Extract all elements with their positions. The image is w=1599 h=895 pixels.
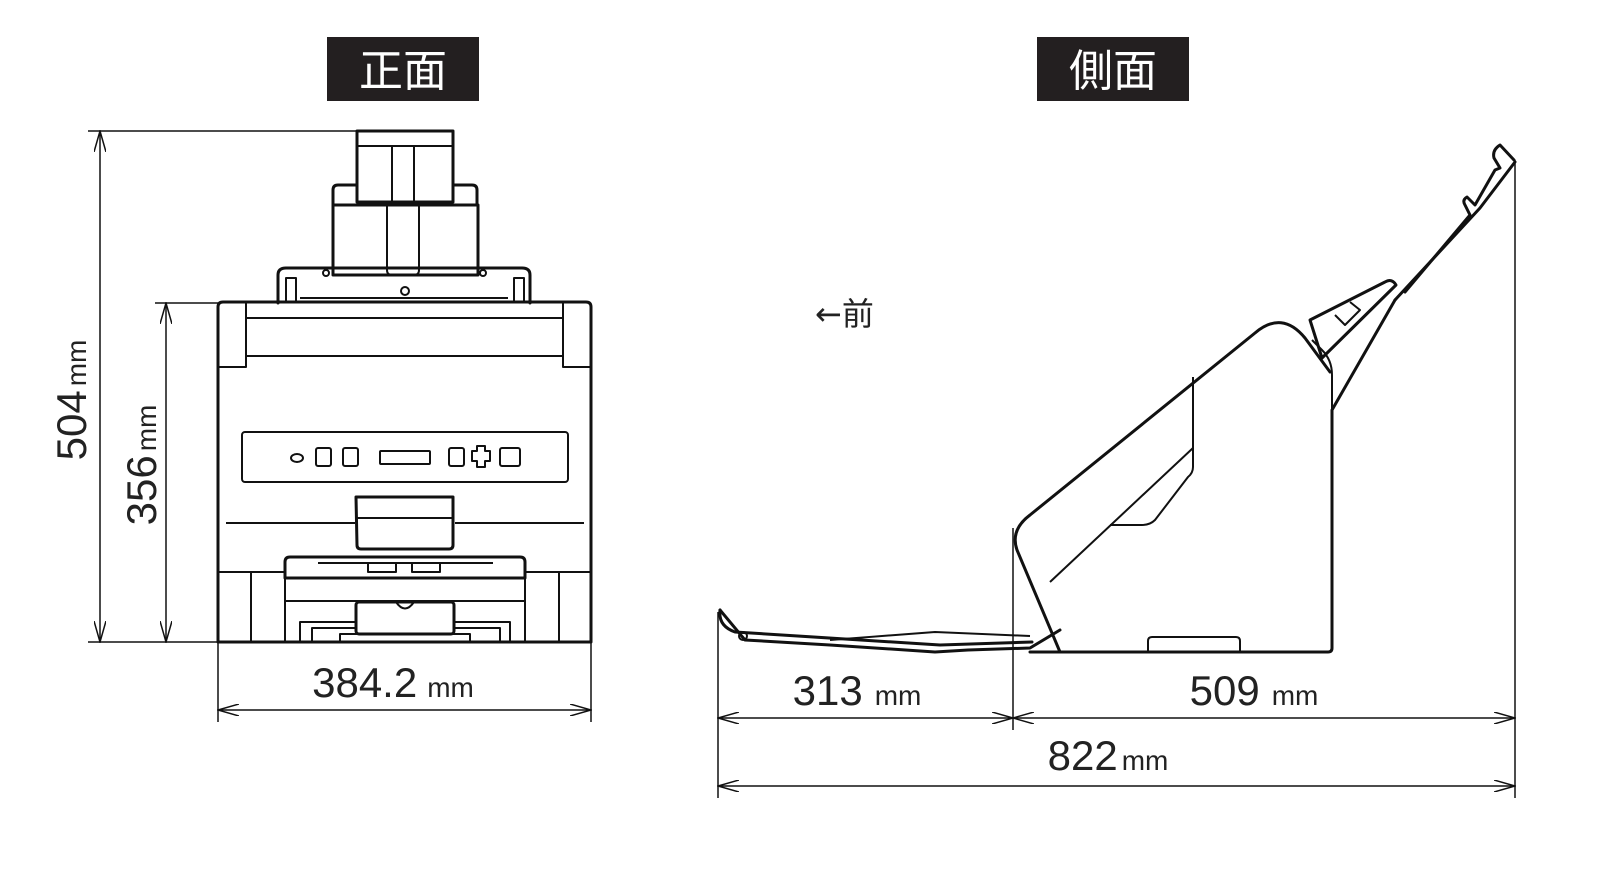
total-depth-value: 822: [1048, 732, 1118, 779]
tray-depth-unit: mm: [875, 680, 922, 711]
tray-depth-value: 313: [793, 667, 863, 714]
body-height-unit: mm: [131, 405, 162, 452]
total-depth-unit: mm: [1122, 745, 1169, 776]
width-value: 384.2: [312, 659, 417, 706]
side-dimension-lines: [718, 160, 1515, 798]
front-view-title: 正面: [327, 37, 479, 101]
total-height-unit: mm: [61, 340, 92, 387]
front-dimension-lines: [88, 131, 591, 722]
body-height-label: 356mm: [118, 405, 165, 526]
body-height-value: 356: [118, 455, 165, 525]
front-view-scanner: [216, 129, 593, 644]
front-direction-note: ←前: [815, 295, 874, 333]
total-height-value: 504: [48, 390, 95, 460]
body-depth-label: 509 mm: [1190, 667, 1319, 714]
front-title-text: 正面: [359, 46, 447, 97]
width-label: 384.2 mm: [312, 659, 474, 706]
side-view-title: 側面: [1037, 37, 1189, 101]
tray-depth-label: 313 mm: [793, 667, 922, 714]
body-depth-unit: mm: [1272, 680, 1319, 711]
side-title-text: 側面: [1069, 46, 1157, 97]
width-unit: mm: [427, 672, 474, 703]
side-view-scanner: ←前: [718, 143, 1517, 654]
body-depth-value: 509: [1190, 667, 1260, 714]
svg-text:356mm: 356mm: [118, 405, 165, 526]
total-height-label: 504mm: [48, 340, 95, 461]
svg-text:504mm: 504mm: [48, 340, 95, 461]
